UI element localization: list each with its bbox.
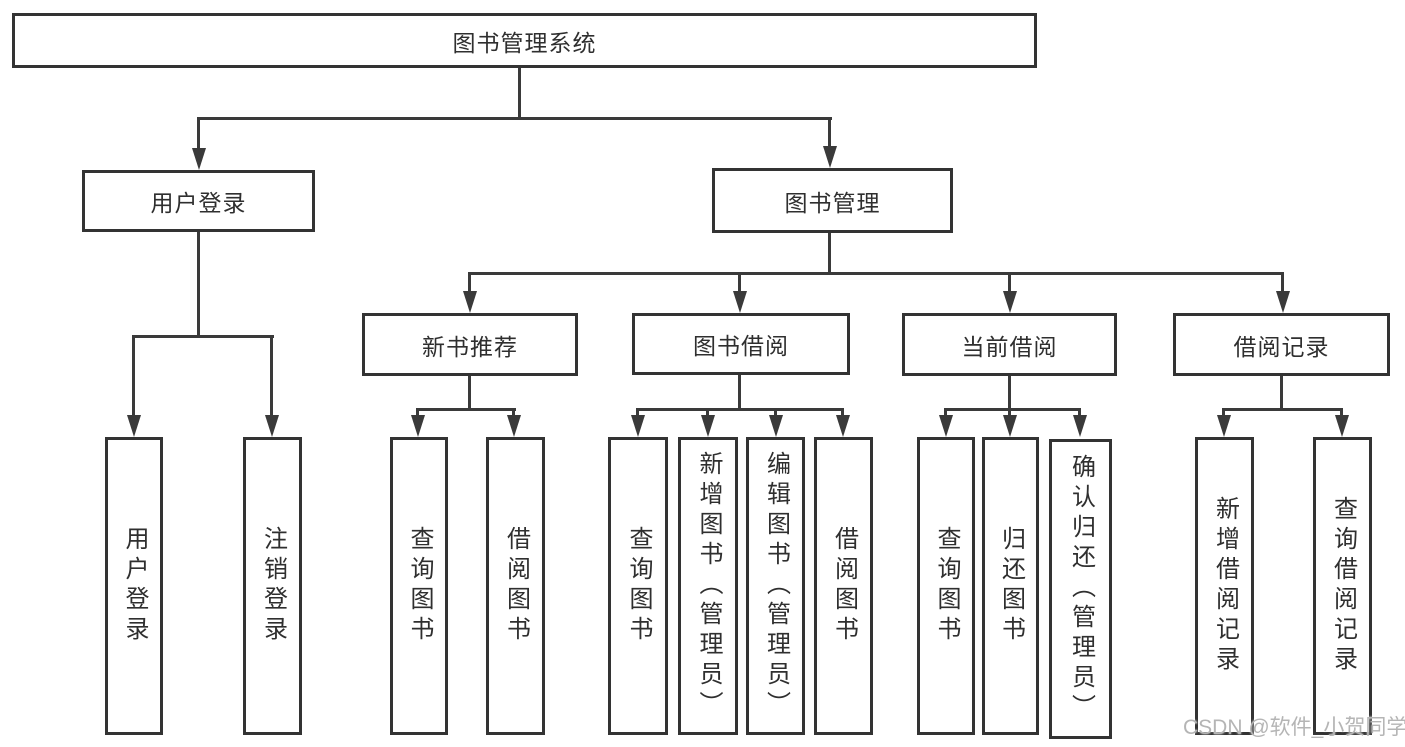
connector-hline <box>468 272 1284 275</box>
box-leaf-query-books-current-label: 查询图书 <box>933 526 960 646</box>
arrow-down-icon <box>463 291 477 313</box>
box-leaf-return-book: 归还图书 <box>982 437 1039 735</box>
arrow-down-icon <box>823 146 837 168</box>
box-leaf-add-borrow-record: 新增借阅记录 <box>1195 437 1254 735</box>
connector-vline <box>706 408 709 417</box>
arrow-down-icon <box>1217 415 1231 437</box>
connector-vline <box>1281 272 1284 292</box>
box-leaf-query-books-borrowing: 查询图书 <box>608 437 668 735</box>
arrow-down-icon <box>939 415 953 437</box>
box-leaf-add-book-admin-label: 新增图书（管理员） <box>695 451 722 721</box>
box-leaf-query-books-recommend-label: 查询图书 <box>406 526 433 646</box>
box-leaf-query-borrow-record-label: 查询借阅记录 <box>1329 496 1357 676</box>
box-leaf-query-books-current: 查询图书 <box>917 437 975 735</box>
connector-vline <box>828 233 831 275</box>
box-current-borrowing-label: 当前借阅 <box>961 333 1058 360</box>
arrow-down-icon <box>631 415 645 437</box>
connector-vline <box>197 232 200 338</box>
arrow-down-icon <box>836 415 850 437</box>
box-borrowing-records: 借阅记录 <box>1173 313 1390 376</box>
arrow-down-icon <box>1003 415 1017 437</box>
box-leaf-add-borrow-record-label: 新增借阅记录 <box>1211 496 1239 676</box>
arrow-down-icon <box>1073 415 1087 437</box>
box-leaf-edit-book-admin: 编辑图书（管理员） <box>746 437 805 735</box>
box-user-login-label: 用户登录 <box>150 190 247 216</box>
box-leaf-edit-book-admin-label: 编辑图书（管理员） <box>762 451 790 721</box>
connector-vline <box>197 117 200 149</box>
connector-vline <box>468 376 471 411</box>
connector-vline <box>1340 408 1343 417</box>
connector-vline <box>512 408 515 417</box>
connector-vline <box>1008 272 1011 292</box>
connector-vline <box>468 272 471 292</box>
arrow-down-icon <box>733 291 747 313</box>
connector-hline <box>944 408 1081 411</box>
arrow-down-icon <box>1003 291 1017 313</box>
connector-vline <box>841 408 844 417</box>
box-user-login: 用户登录 <box>82 170 315 232</box>
box-leaf-user-login: 用户登录 <box>105 437 163 735</box>
connector-vline <box>1280 376 1283 411</box>
connector-vline <box>774 408 777 417</box>
arrow-down-icon <box>265 415 279 437</box>
arrow-down-icon <box>1276 291 1290 313</box>
connector-vline <box>738 272 741 292</box>
box-new-book-recommendation: 新书推荐 <box>362 313 578 376</box>
box-book-management: 图书管理 <box>712 168 953 233</box>
box-leaf-borrow-books-recommend: 借阅图书 <box>486 437 545 735</box>
connector-hline <box>416 408 516 411</box>
box-leaf-query-books-borrowing-label: 查询图书 <box>625 526 652 646</box>
box-current-borrowing: 当前借阅 <box>902 313 1117 376</box>
box-leaf-logout: 注销登录 <box>243 437 302 735</box>
arrow-down-icon <box>127 415 141 437</box>
arrow-down-icon <box>411 415 425 437</box>
connector-vline <box>636 408 639 417</box>
box-new-book-recommendation-label: 新书推荐 <box>422 333 518 360</box>
box-leaf-user-login-label: 用户登录 <box>121 526 148 646</box>
box-leaf-borrow-books-recommend-label: 借阅图书 <box>502 526 530 646</box>
connector-vline <box>518 68 521 117</box>
box-book-borrowing-label: 图书借阅 <box>693 333 789 359</box>
connector-vline <box>132 335 135 417</box>
connector-vline <box>738 375 741 411</box>
box-book-borrowing: 图书借阅 <box>632 313 850 375</box>
box-leaf-logout-label: 注销登录 <box>259 526 287 646</box>
connector-vline <box>416 408 419 417</box>
arrow-down-icon <box>1335 415 1349 437</box>
box-leaf-confirm-return-admin-label: 确认归还（管理员） <box>1067 454 1095 724</box>
arrow-down-icon <box>507 415 521 437</box>
box-system-root: 图书管理系统 <box>12 13 1037 68</box>
connector-hline <box>197 117 832 120</box>
connector-vline <box>828 117 831 147</box>
connector-hline <box>1222 408 1343 411</box>
box-leaf-query-borrow-record: 查询借阅记录 <box>1313 437 1372 735</box>
box-leaf-borrow-books-borrowing: 借阅图书 <box>814 437 873 735</box>
connector-vline <box>1008 376 1011 411</box>
box-leaf-return-book-label: 归还图书 <box>997 526 1025 646</box>
box-leaf-query-books-recommend: 查询图书 <box>390 437 448 735</box>
connector-vline <box>944 408 947 417</box>
csdn-watermark: CSDN @软件_小贺同学 <box>1183 716 1405 739</box>
arrow-down-icon <box>701 415 715 437</box>
connector-vline <box>1078 408 1081 417</box>
box-leaf-borrow-books-borrowing-label: 借阅图书 <box>830 526 858 646</box>
box-book-management-label: 图书管理 <box>784 189 881 216</box>
box-leaf-add-book-admin: 新增图书（管理员） <box>678 437 738 735</box>
box-system-root-label: 图书管理系统 <box>452 29 597 56</box>
connector-vline <box>1222 408 1225 417</box>
arrow-down-icon <box>769 415 783 437</box>
box-leaf-confirm-return-admin: 确认归还（管理员） <box>1049 439 1112 739</box>
connector-hline <box>132 335 274 338</box>
connector-hline <box>636 408 844 411</box>
arrow-down-icon <box>192 148 206 170</box>
connector-vline <box>1008 408 1011 417</box>
connector-vline <box>270 335 273 417</box>
box-borrowing-records-label: 借阅记录 <box>1233 333 1330 360</box>
